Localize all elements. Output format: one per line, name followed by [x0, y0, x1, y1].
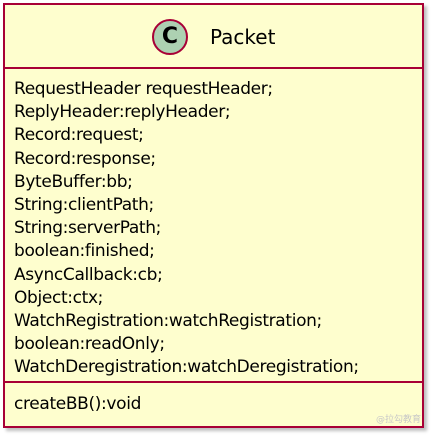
- field-item: ReplyHeader:replyHeader;: [14, 102, 231, 123]
- field-item: ByteBuffer:bb;: [14, 171, 133, 192]
- class-header: C Packet: [5, 5, 422, 69]
- field-item: Record:request;: [14, 125, 144, 146]
- class-box-packet: C Packet RequestHeader requestHeader; Re…: [3, 3, 424, 428]
- field-item: boolean:finished;: [14, 241, 155, 262]
- field-item: WatchDeregistration:watchDeregistration;: [14, 357, 359, 378]
- field-item: AsyncCallback:cb;: [14, 264, 163, 285]
- class-name: Packet: [210, 25, 276, 49]
- field-item: String:serverPath;: [14, 218, 162, 239]
- fields-compartment: RequestHeader requestHeader; ReplyHeader…: [5, 69, 422, 383]
- methods-compartment: createBB():void: [5, 383, 422, 426]
- field-item: WatchRegistration:watchRegistration;: [14, 310, 322, 331]
- field-item: RequestHeader requestHeader;: [14, 79, 273, 99]
- stereotype-letter: C: [161, 24, 179, 49]
- watermark: @拉勾教育: [375, 415, 421, 425]
- field-item: Object:ctx;: [14, 287, 104, 308]
- method-item: createBB():void: [14, 394, 142, 414]
- field-item: Record:response;: [14, 148, 156, 169]
- field-item: String:clientPath;: [14, 194, 154, 215]
- field-item: boolean:readOnly;: [14, 334, 165, 355]
- class-stereotype-icon: C: [152, 19, 188, 55]
